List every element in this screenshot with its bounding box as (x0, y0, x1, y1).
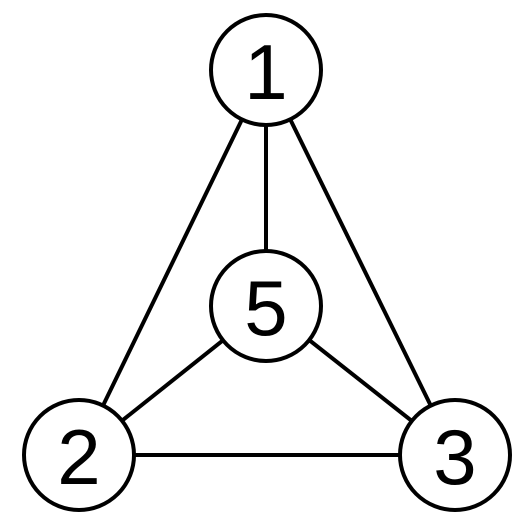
node-3-label: 3 (433, 413, 476, 501)
node-5: 5 (209, 249, 323, 363)
node-3: 3 (398, 398, 512, 512)
node-1: 1 (209, 13, 323, 127)
node-5-circle (209, 249, 323, 363)
node-1-circle (209, 13, 323, 127)
node-3-circle (398, 398, 512, 512)
node-2: 2 (22, 398, 136, 512)
node-2-label: 2 (57, 413, 100, 501)
node-5-label: 5 (244, 264, 287, 352)
node-2-circle (22, 398, 136, 512)
edge-1-3 (264, 69, 457, 456)
edge-1-2 (77, 69, 268, 456)
nodes-layer: 1 2 3 5 (22, 13, 512, 512)
node-1-label: 1 (244, 28, 287, 116)
